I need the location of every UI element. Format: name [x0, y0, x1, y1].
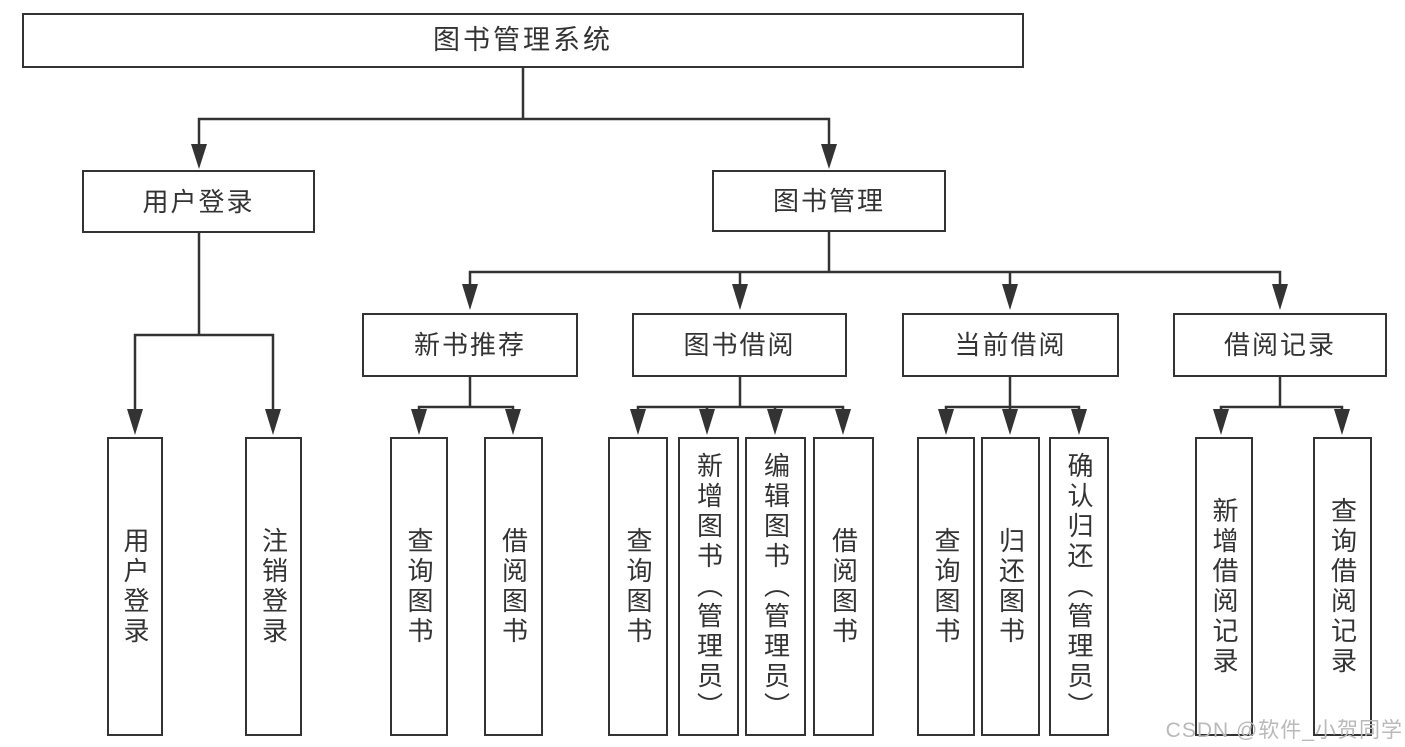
leaf-query-books-current: 查询图书	[917, 437, 975, 736]
leaf-borrow-books-recommend: 借阅图书	[484, 437, 543, 736]
node-user-login: 用户登录	[82, 170, 315, 233]
leaf-confirm-return-admin: 确认归还（管理员）	[1049, 437, 1109, 736]
leaf-return-books: 归还图书	[981, 437, 1040, 736]
arrowhead	[127, 409, 143, 435]
leaf-add-borrow-record: 新增借阅记录	[1195, 437, 1253, 736]
arrowhead	[699, 409, 715, 435]
arrowhead	[938, 409, 954, 435]
node-library-system: 图书管理系统	[22, 13, 1024, 68]
arrowhead	[767, 409, 783, 435]
node-book-borrowing: 图书借阅	[632, 313, 847, 377]
node-new-book-recommend: 新书推荐	[362, 313, 578, 377]
node-current-borrowing: 当前借阅	[902, 313, 1119, 377]
leaf-add-books-admin: 新增图书（管理员）	[678, 437, 739, 736]
arrowheads	[127, 144, 1350, 435]
arrowhead	[1272, 284, 1288, 310]
node-book-management: 图书管理	[712, 170, 946, 232]
leaf-user-login: 用户登录	[107, 437, 163, 736]
leaf-borrow-books: 借阅图书	[813, 437, 874, 736]
arrowhead	[1002, 409, 1018, 435]
node-borrowing-records: 借阅记录	[1173, 313, 1387, 377]
arrowhead	[821, 144, 837, 169]
leaf-query-books-recommend: 查询图书	[390, 437, 448, 736]
arrowhead	[191, 144, 207, 169]
arrowhead	[630, 409, 646, 435]
arrowhead	[1002, 284, 1018, 310]
arrowhead	[411, 409, 427, 435]
leaf-query-borrow-record: 查询借阅记录	[1313, 437, 1372, 736]
arrowhead	[1071, 409, 1087, 435]
leaf-edit-books-admin: 编辑图书（管理员）	[745, 437, 806, 736]
arrowhead	[265, 409, 281, 435]
arrowhead	[732, 284, 748, 310]
arrowhead	[1334, 409, 1350, 435]
leaf-logout: 注销登录	[245, 437, 302, 736]
arrowhead	[462, 284, 478, 310]
leaf-query-books-borrowing: 查询图书	[608, 437, 668, 736]
arrowhead	[505, 409, 521, 435]
csdn-watermark: CSDN @软件_小贺同学	[1165, 719, 1403, 742]
arrowhead	[1213, 409, 1229, 435]
arrowhead	[835, 409, 851, 435]
